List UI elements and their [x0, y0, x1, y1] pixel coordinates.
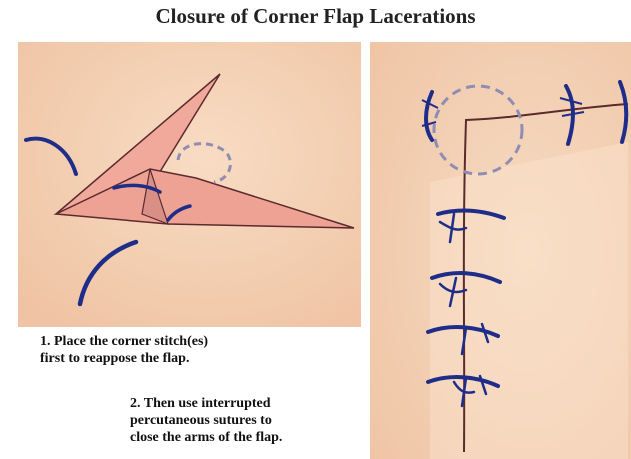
caption-line: percutaneous sutures to — [130, 412, 282, 429]
step-1-caption: 1. Place the corner stitch(es) first to … — [40, 333, 208, 367]
caption-line: 1. Place the corner stitch(es) — [40, 333, 208, 350]
step-2-caption: 2. Then use interrupted percutaneous sut… — [130, 395, 282, 446]
interrupted-sutures-drawing — [370, 42, 631, 459]
illustration-interrupted-sutures — [370, 42, 631, 459]
caption-line: first to reappose the flap. — [40, 350, 208, 367]
caption-line: 2. Then use interrupted — [130, 395, 282, 412]
caption-line: close the arms of the flap. — [130, 429, 282, 446]
illustration-corner-stitch — [18, 42, 361, 327]
flap-region — [430, 142, 628, 459]
corner-stitch-drawing — [18, 42, 361, 327]
diagram-title: Closure of Corner Flap Lacerations — [0, 4, 631, 29]
